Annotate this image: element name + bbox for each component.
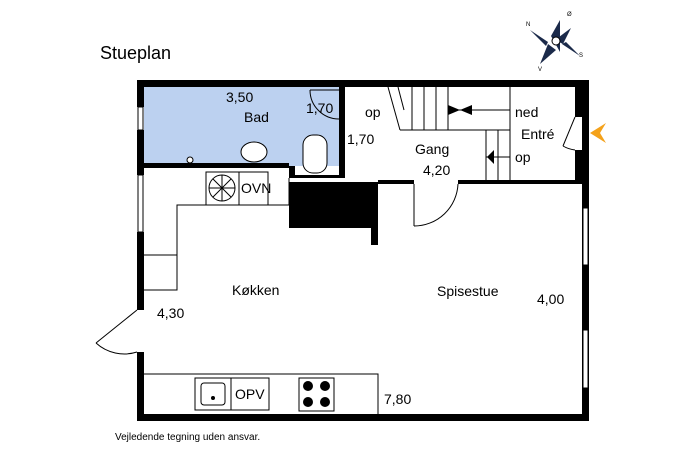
stairs-up-label: op bbox=[365, 104, 381, 120]
stairs-down-label: ned bbox=[515, 104, 538, 120]
sink-icon bbox=[200, 382, 226, 406]
stairs-up-right-label: op bbox=[515, 149, 531, 165]
wc-width-label: 1,70 bbox=[306, 100, 333, 116]
staircase bbox=[387, 86, 511, 180]
hall-name: Gang bbox=[415, 141, 449, 157]
stove-icon bbox=[303, 381, 330, 407]
total-width-label: 7,80 bbox=[384, 391, 411, 407]
wc-depth-label: 1,70 bbox=[347, 131, 374, 147]
fan-icon bbox=[208, 174, 236, 202]
kitchen-door bbox=[95, 309, 138, 355]
dining-name: Spisestue bbox=[437, 283, 499, 299]
entry-arrow-icon bbox=[590, 123, 606, 143]
dining-depth-label: 4,00 bbox=[537, 291, 564, 307]
windows bbox=[137, 106, 589, 389]
compass-west: V bbox=[538, 67, 542, 73]
bathroom-fixtures bbox=[186, 134, 328, 174]
plan-title: Stueplan bbox=[100, 43, 171, 63]
interior-walls bbox=[144, 87, 582, 245]
bathroom-width-label: 3,50 bbox=[226, 89, 253, 105]
kitchen-name: Køkken bbox=[232, 282, 279, 298]
stair-direction-icon bbox=[448, 105, 494, 164]
bathroom-door bbox=[309, 89, 340, 120]
compass-south: S bbox=[579, 53, 583, 59]
disclaimer: Vejledende tegning uden ansvar. bbox=[115, 432, 260, 443]
entry-door bbox=[562, 116, 576, 151]
bathroom-name: Bad bbox=[244, 109, 269, 125]
dining-door bbox=[413, 183, 459, 227]
hall-width-label: 4,20 bbox=[423, 162, 450, 178]
dishwasher-label: OPV bbox=[235, 386, 265, 402]
compass-icon: N S V Ø bbox=[526, 12, 583, 73]
compass-north: N bbox=[526, 22, 530, 28]
entry-name: Entré bbox=[521, 126, 555, 142]
compass-east: Ø bbox=[567, 12, 572, 18]
oven-label: OVN bbox=[241, 180, 271, 196]
kitchen-depth-label: 4,30 bbox=[157, 305, 184, 321]
kitchen-counter bbox=[144, 171, 379, 414]
